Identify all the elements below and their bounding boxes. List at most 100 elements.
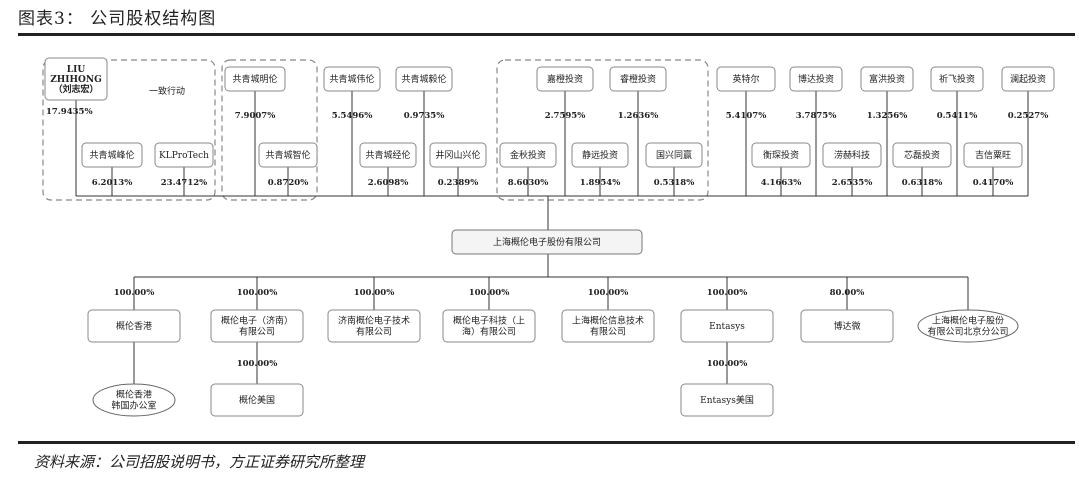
shareholder-12-pct: 8.6030% [508, 178, 549, 188]
shareholder-12-name: 金秋投资 [510, 149, 546, 161]
shareholder-22-box [892, 142, 952, 168]
shareholder-4-name: 共青城明伦 [232, 73, 277, 85]
shareholder-22-pct: 0.6318% [902, 178, 943, 188]
shareholder-2-name: 共青城峰伦 [89, 149, 134, 161]
shareholder-13-box [571, 142, 629, 168]
shareholder-19-pct: 0.2527% [1008, 111, 1049, 121]
shareholder-20-box [751, 142, 811, 168]
concert-label: 一致行动 [149, 85, 185, 97]
subsidiary-3-name: 济南概伦电子技术有限公司 [338, 315, 410, 338]
shareholder-16-name: 博达投资 [798, 73, 834, 85]
shareholder-11-name: 睿橙投资 [620, 73, 656, 85]
shareholder-3-box [154, 142, 214, 168]
second-level-3-name: Entasys美国 [700, 394, 754, 406]
shareholder-19-box [1001, 66, 1055, 92]
shareholder-3-name: KLProTech [159, 151, 209, 161]
subsidiary-6-pct: 100.00% [707, 288, 748, 298]
second-level-3-pct: 100.00% [707, 359, 748, 369]
concert-group-2 [221, 59, 318, 201]
shareholder-23-pct: 0.4170% [973, 178, 1014, 188]
connector-lines [75, 91, 1029, 384]
title-rule [18, 33, 1075, 36]
shareholder-7-box [395, 66, 453, 92]
subsidiary-8-name: 上海概伦电子股份有限公司北京分公司 [927, 315, 1008, 338]
subsidiary-6-name: Entasys [709, 322, 745, 332]
second-level-1-shape [92, 383, 176, 417]
subsidiary-1-box [87, 309, 181, 343]
shareholder-12-box [499, 142, 557, 168]
company-box [451, 229, 643, 255]
page-source: 资料来源：公司招股说明书，方正证券研究所整理 [34, 453, 365, 471]
shareholder-5-box [258, 142, 318, 168]
concert-groups [42, 59, 709, 201]
subsidiary-3-box [327, 309, 421, 343]
shareholder-6-name: 共青城伟伦 [329, 73, 374, 85]
second-level-3-box [680, 383, 774, 417]
shareholder-11-pct: 1.2636% [618, 111, 659, 121]
subsidiary-4-box [442, 309, 536, 343]
shareholder-1-pct: 17.9435% [46, 107, 93, 117]
shareholder-23-box [963, 142, 1023, 168]
shareholder-10-box [536, 66, 594, 92]
subsidiary-5-name: 上海概伦信息技术有限公司 [572, 315, 644, 338]
shareholder-13-pct: 1.8954% [580, 178, 621, 188]
shareholder-10-name: 嘉橙投资 [547, 73, 583, 85]
concert-group-3 [496, 59, 709, 201]
shareholder-11-box [609, 66, 667, 92]
shareholder-4-box [224, 66, 286, 92]
subsidiary-3-pct: 100.00% [354, 288, 395, 298]
page-title: 图表3： 公司股权结构图 [18, 9, 217, 29]
shareholder-21-box [822, 142, 882, 168]
shareholder-14-name: 国兴同赢 [656, 149, 692, 161]
second-level-1-name: 概伦香港韩国办公室 [111, 389, 156, 412]
second-level-2-box [210, 383, 304, 417]
shareholder-20-pct: 4.1663% [761, 178, 802, 188]
shareholder-9-name: 井冈山兴伦 [435, 149, 480, 161]
shareholder-14-pct: 0.5318% [654, 178, 695, 188]
shareholder-17-pct: 1.3256% [867, 111, 908, 121]
shareholder-7-name: 共青城毅伦 [401, 73, 446, 85]
shareholder-20-name: 衡琛投资 [763, 149, 799, 161]
shareholder-9-box [429, 142, 487, 168]
second-level-2-pct: 100.00% [237, 359, 278, 369]
shareholder-2-box [81, 142, 143, 168]
shareholder-23-name: 吉信粟旺 [975, 149, 1011, 161]
shareholder-16-box [789, 66, 843, 92]
shareholder-19-name: 澜起投资 [1010, 73, 1046, 85]
shareholder-21-pct: 2.6535% [832, 178, 873, 188]
shareholder-21-name: 涝赫科技 [834, 149, 870, 161]
shareholder-15-pct: 5.4107% [726, 111, 767, 121]
subsidiary-6-box [680, 309, 774, 343]
shareholder-22-name: 芯磊投资 [904, 149, 940, 161]
shareholder-6-box [323, 66, 381, 92]
concert-group-1 [42, 59, 216, 201]
subsidiary-7-box [800, 309, 894, 343]
shareholder-9-pct: 0.2389% [438, 178, 479, 188]
second-level-2-name: 概伦美国 [239, 394, 275, 406]
shareholder-5-name: 共青城智伦 [265, 149, 310, 161]
shareholder-18-box [930, 66, 984, 92]
shareholder-8-name: 共青城经伦 [365, 149, 410, 161]
subsidiary-2-pct: 100.00% [237, 288, 278, 298]
shareholder-16-pct: 3.7875% [796, 111, 837, 121]
shareholder-18-name: 祈飞投资 [939, 73, 975, 85]
shareholder-8-box [359, 142, 417, 168]
subsidiary-8-shape [917, 309, 1019, 343]
subsidiary-5-box [561, 309, 655, 343]
shareholder-7-pct: 0.9735% [404, 111, 445, 121]
labels: 一致行动17.9435%6.2013%23.4712%7.9007%0.8720… [46, 85, 1048, 369]
subsidiary-1-name: 概伦香港 [116, 320, 152, 332]
company-name: 上海概伦电子股份有限公司 [493, 236, 601, 248]
shareholder-17-name: 富洪投资 [869, 73, 905, 85]
subsidiary-1-pct: 100.00% [114, 288, 155, 298]
shareholder-15-box [716, 66, 776, 92]
subsidiary-5-pct: 100.00% [588, 288, 629, 298]
shareholder-3-pct: 23.4712% [161, 178, 208, 188]
subsidiary-7-pct: 80.00% [830, 288, 865, 298]
subsidiary-2-name: 概伦电子（济南）有限公司 [221, 315, 293, 338]
shareholder-15-name: 英特尔 [732, 73, 759, 85]
shareholder-1-box [44, 57, 108, 101]
